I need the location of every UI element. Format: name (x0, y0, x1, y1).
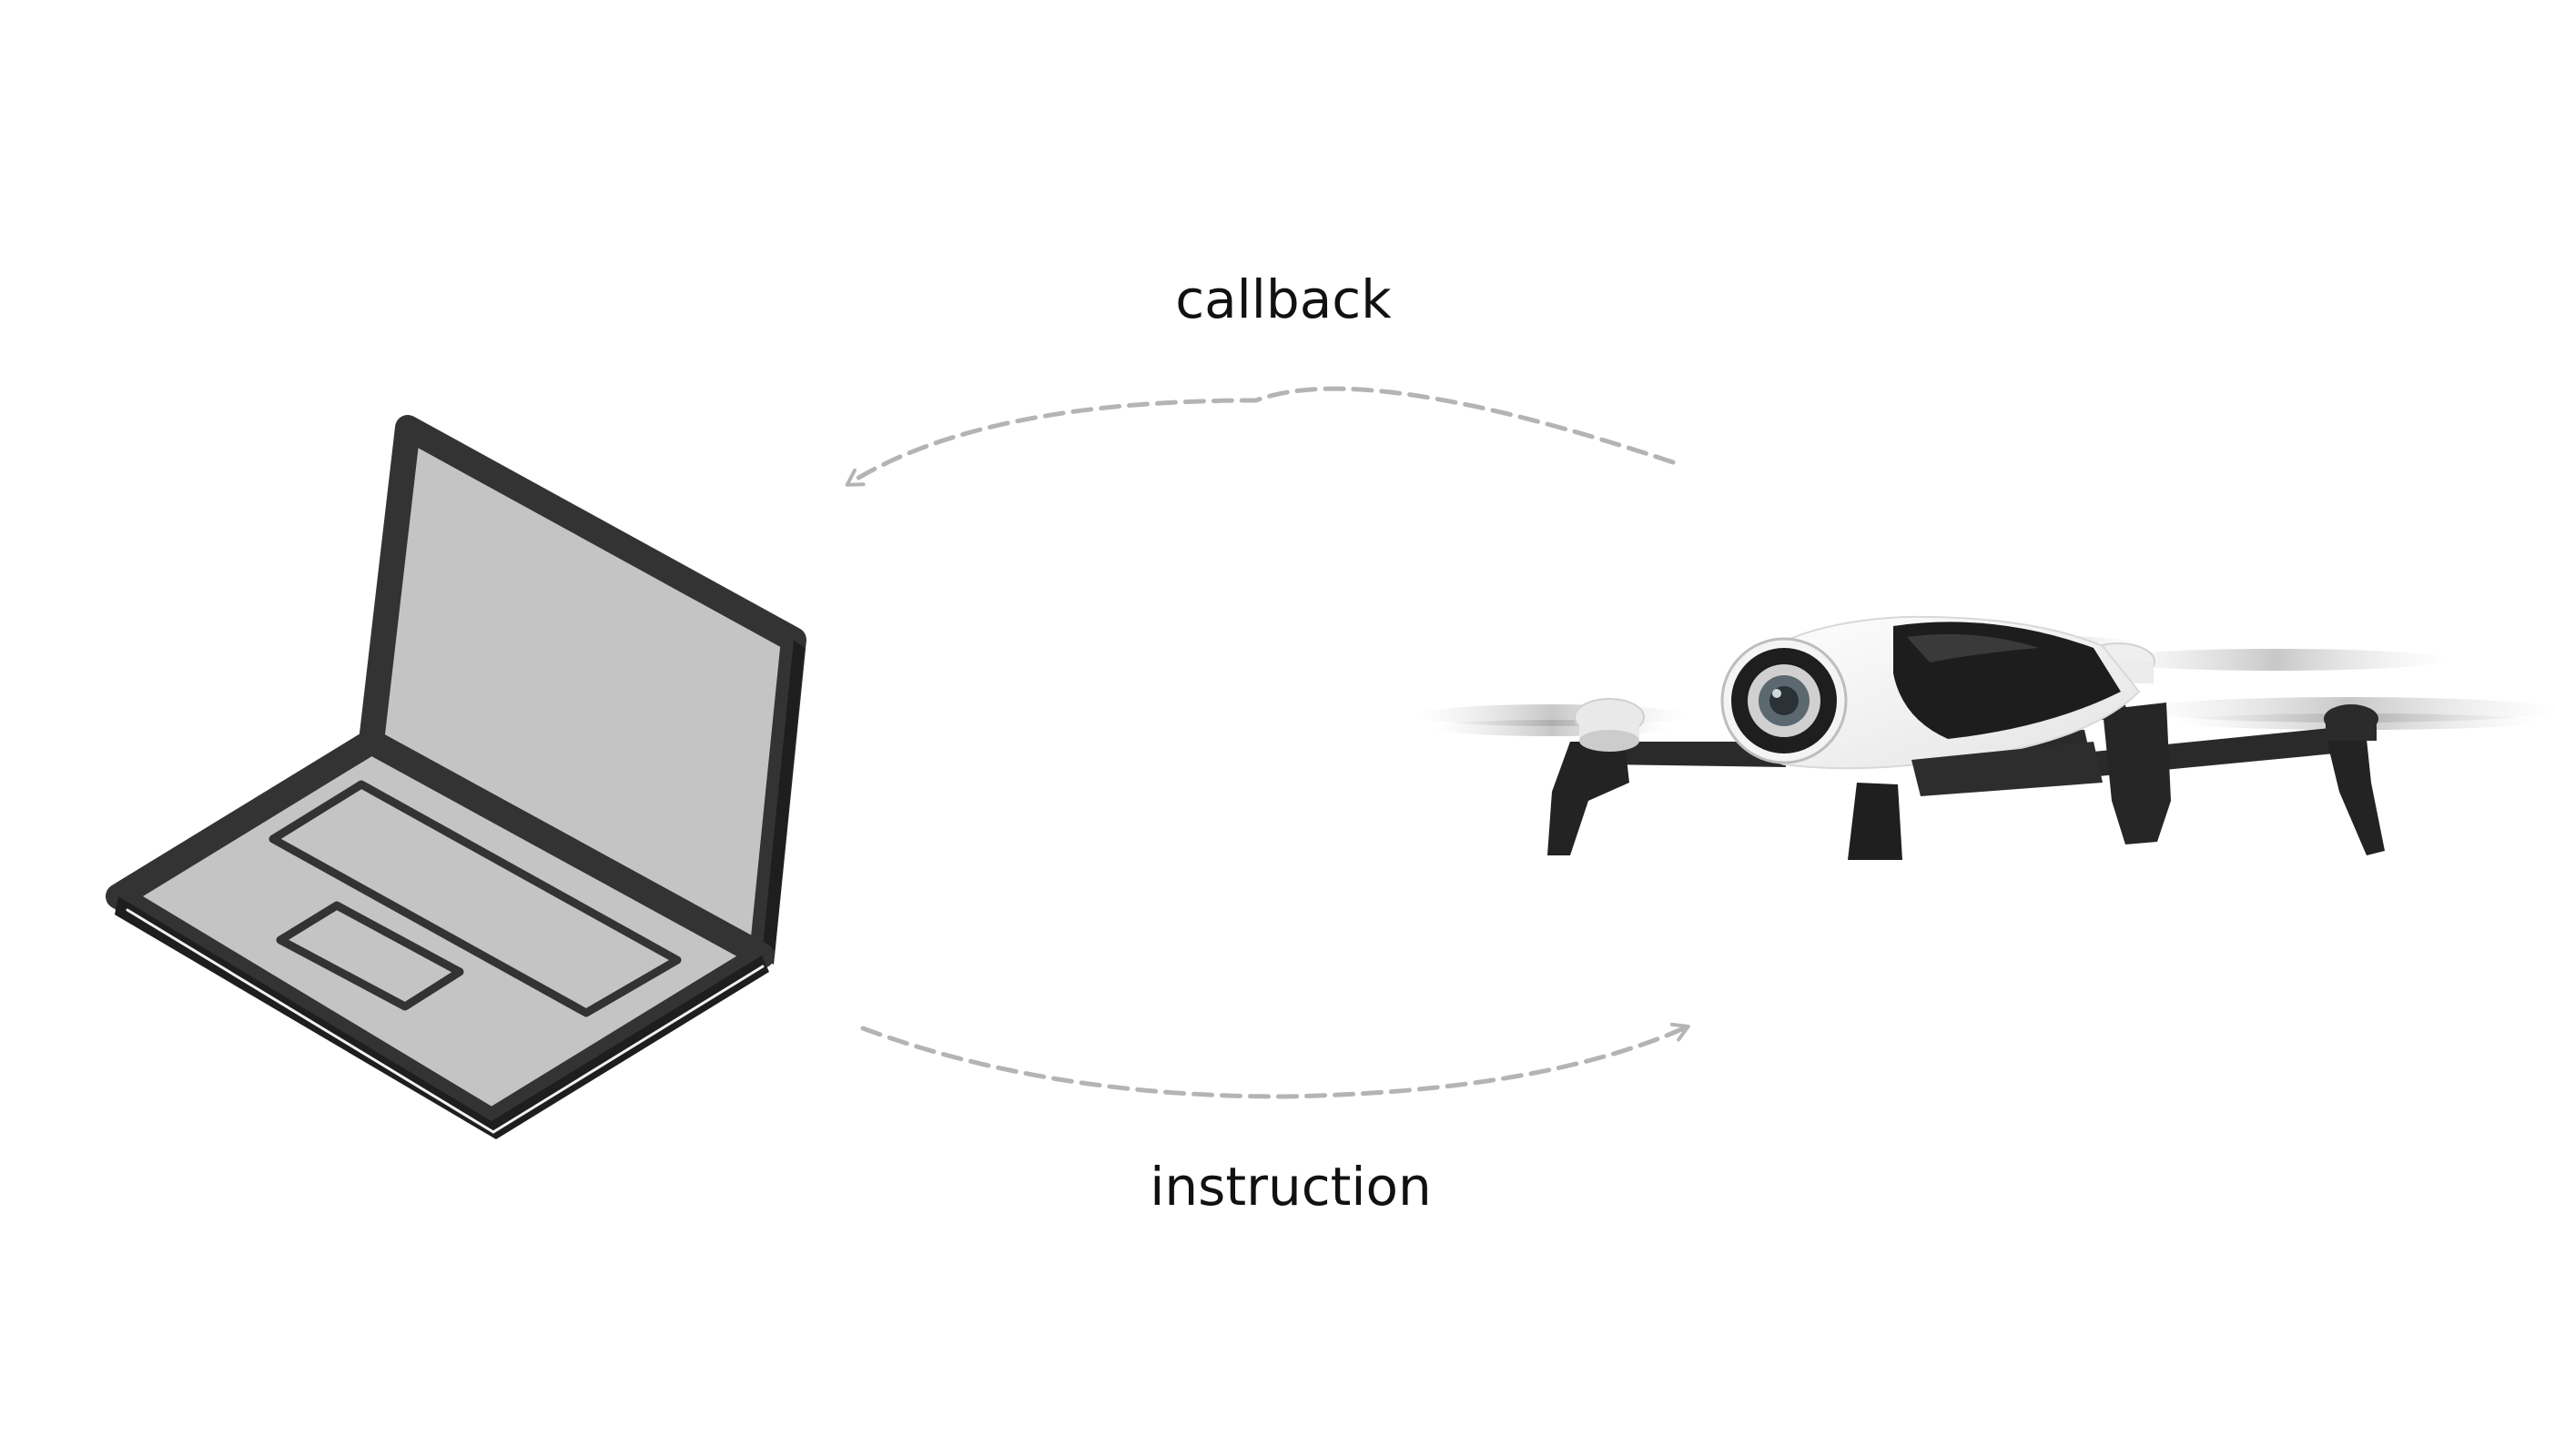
callback-label: callback (1175, 268, 1392, 330)
drone-icon (1415, 617, 2555, 860)
instruction-arrow (863, 1028, 1684, 1097)
callback-arrow (851, 389, 1673, 482)
laptop-icon (115, 428, 805, 1139)
instruction-label: instruction (1150, 1156, 1431, 1218)
